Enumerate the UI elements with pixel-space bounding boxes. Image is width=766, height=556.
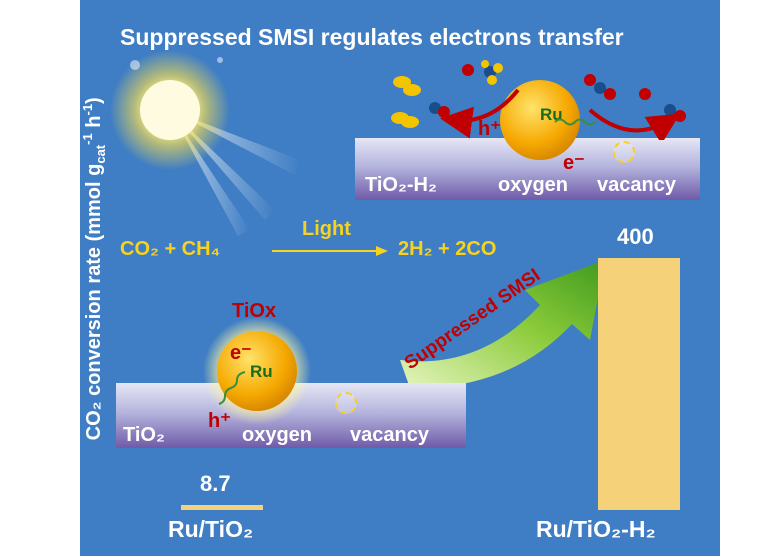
wavy-arrow-bottom (218, 371, 246, 405)
y-axis-label-exp: -1 (80, 133, 96, 145)
ru-particle-top (500, 80, 580, 160)
y-axis-label-exp2: -1 (80, 103, 96, 116)
hole-label-bottom: h⁺ (208, 410, 231, 432)
figure-panel: Suppressed SMSI regulates electrons tran… (80, 0, 720, 556)
tiox-label: TiOx (232, 300, 277, 322)
reaction-products: 2H₂ + 2CO (398, 238, 497, 260)
sun-icon (110, 50, 300, 236)
bar-ru-tio2-h2 (598, 258, 680, 510)
value-label-ru-tio2-h2: 400 (617, 224, 654, 249)
category-label-ru-tio2-h2: Ru/TiO₂-H₂ (536, 516, 656, 542)
reaction-arrow-label: Light (302, 218, 351, 240)
category-label-ru-tio2: Ru/TiO₂ (168, 516, 254, 542)
oxygen-label-bottom: oxygen (242, 424, 313, 446)
electron-label-bottom: e⁻ (230, 342, 252, 364)
bar-ru-tio2 (181, 504, 263, 510)
suppressed-smsi-arrow: Suppressed SMSI (400, 260, 605, 389)
oxygen-vacancy-icon-top (613, 141, 635, 163)
support-label-top: TiO₂-H₂ (365, 174, 437, 196)
oxygen-vacancy-icon-bottom (335, 392, 357, 414)
oxygen-label-top: oxygen (498, 174, 569, 196)
electron-label-top: e⁻ (563, 152, 585, 174)
vacancy-label-bottom: vacancy (350, 424, 429, 446)
hole-label-top: h⁺ (478, 118, 501, 140)
molecules-top (391, 60, 686, 140)
support-label-bottom: TiO₂ (123, 424, 165, 446)
reaction-reactants: CO₂ + CH₄ (120, 238, 221, 260)
reaction-arrow-icon (272, 246, 388, 256)
ru-label-bottom: Ru (250, 362, 273, 381)
value-label-ru-tio2: 8.7 (200, 470, 231, 496)
figure-title: Suppressed SMSI regulates electrons tran… (120, 24, 624, 50)
ru-particle-bottom (203, 317, 311, 425)
vacancy-label-top: vacancy (597, 174, 676, 196)
